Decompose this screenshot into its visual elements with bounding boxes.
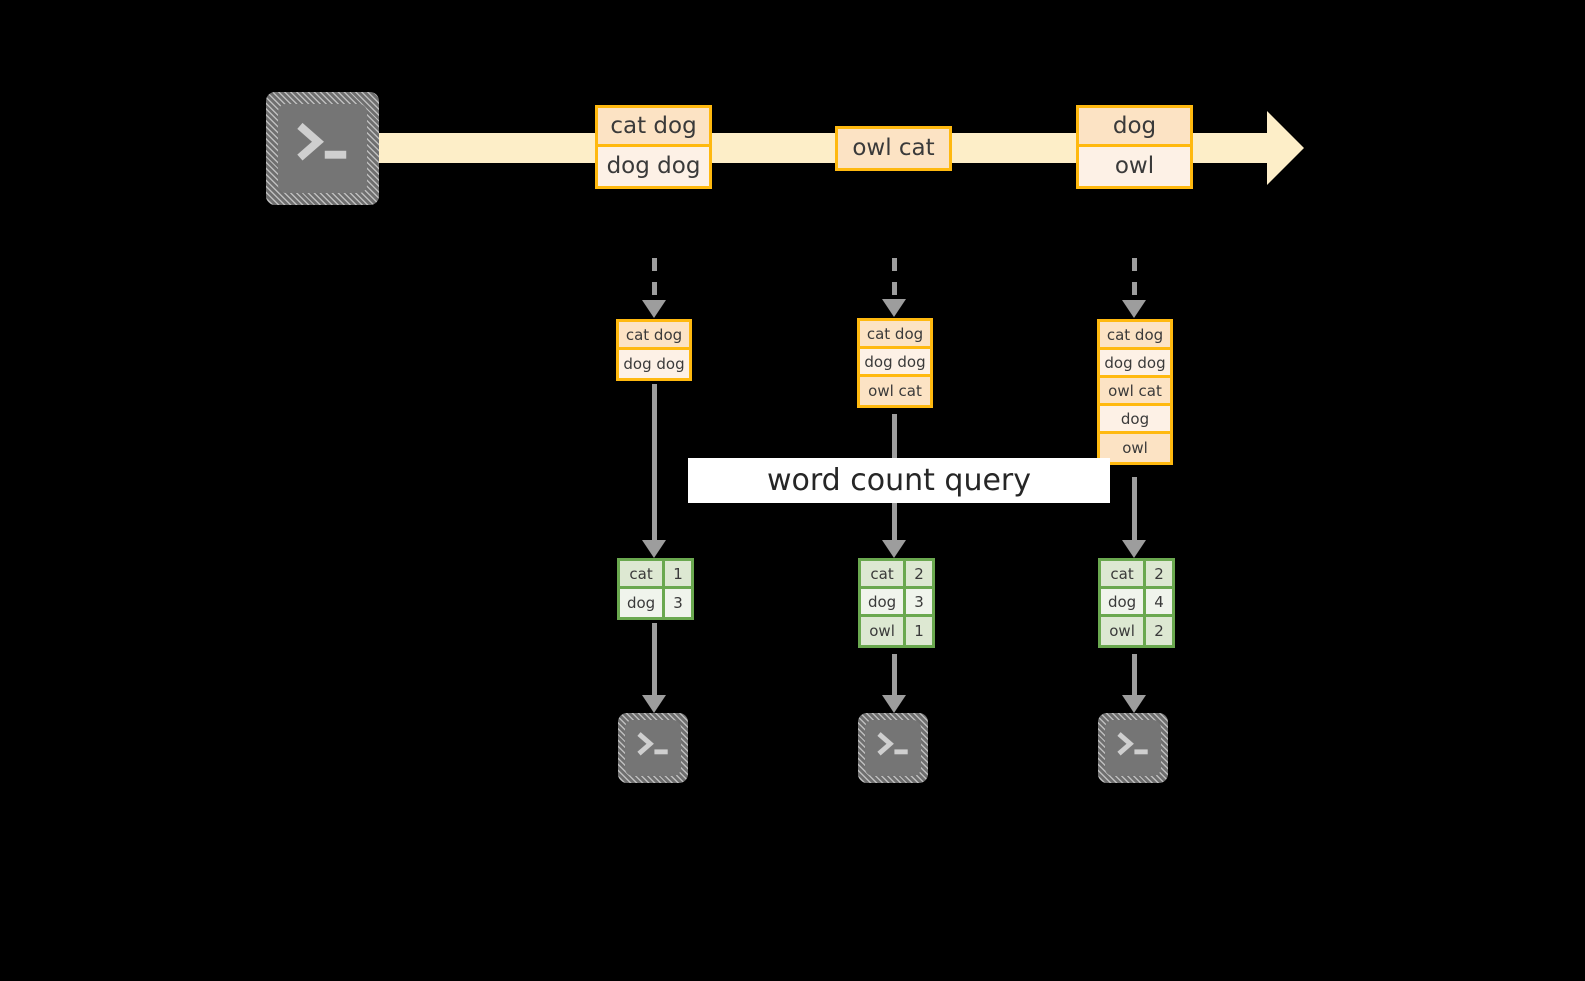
stream-tap-2-line xyxy=(891,258,897,299)
result-word: cat xyxy=(1101,561,1147,586)
result-count: 2 xyxy=(1146,561,1172,586)
query-arrow-2-head xyxy=(882,540,906,558)
result-word: dog xyxy=(1101,589,1147,614)
sink-arrow-1-head xyxy=(642,695,666,713)
result-count: 3 xyxy=(665,589,691,617)
query-arrow-1-line xyxy=(651,384,657,540)
event-line: dog dog xyxy=(860,349,930,377)
event-line: owl cat xyxy=(860,377,930,405)
result-count: 2 xyxy=(906,561,932,586)
query-arrow-3-line xyxy=(1131,477,1137,540)
event-line: owl cat xyxy=(838,128,949,168)
stream-tap-2-head xyxy=(882,299,906,317)
sink-arrow-2-line xyxy=(891,654,897,695)
event-line: cat dog xyxy=(619,322,689,350)
result-count: 1 xyxy=(906,617,932,645)
stream-arrow-icon xyxy=(1267,111,1304,185)
event-line: owl xyxy=(1079,146,1190,186)
result-word: cat xyxy=(861,561,907,586)
stream-tap-1-head xyxy=(642,300,666,318)
result-count: 2 xyxy=(1146,617,1172,645)
query-arrow-1-head xyxy=(642,540,666,558)
result-count: 3 xyxy=(906,589,932,614)
terminal-prompt-icon xyxy=(297,122,347,161)
sink-terminal-icon-1: >_ xyxy=(618,713,688,783)
sink-arrow-2-head xyxy=(882,695,906,713)
event-line: cat dog xyxy=(598,107,709,147)
event-line: dog xyxy=(1100,406,1170,434)
result-word: dog xyxy=(861,589,907,614)
event-line: cat dog xyxy=(860,321,930,349)
terminal-face xyxy=(1105,720,1161,776)
result-word: dog xyxy=(620,589,666,617)
result-word: owl xyxy=(1101,617,1147,645)
terminal-prompt-icon xyxy=(877,732,908,756)
event-line: dog xyxy=(1079,107,1190,147)
sink-arrow-3-head xyxy=(1122,695,1146,713)
terminal-prompt-icon xyxy=(637,732,668,756)
terminal-face xyxy=(625,720,681,776)
query-label: word count query xyxy=(688,458,1110,503)
query-arrow-3-head xyxy=(1122,540,1146,558)
sink-arrow-1-line xyxy=(651,623,657,695)
source-terminal-icon: >_ xyxy=(266,92,379,205)
event-line: owl cat xyxy=(1100,378,1170,406)
sink-terminal-icon-3: >_ xyxy=(1098,713,1168,783)
stream-event-2[interactable]: owl cat xyxy=(835,125,952,171)
event-line: cat dog xyxy=(1100,322,1170,350)
stream-tap-3-head xyxy=(1122,300,1146,318)
sink-arrow-3-line xyxy=(1131,654,1137,695)
result-count: 4 xyxy=(1146,589,1172,614)
terminal-face xyxy=(865,720,921,776)
result-word: cat xyxy=(620,561,666,586)
result-word: owl xyxy=(861,617,907,645)
terminal-prompt-icon xyxy=(1117,732,1148,756)
terminal-face xyxy=(278,104,367,193)
stream-tap-3-line xyxy=(1131,258,1137,300)
sink-terminal-icon-2: >_ xyxy=(858,713,928,783)
event-line: owl xyxy=(1100,434,1170,462)
event-line: dog dog xyxy=(598,146,709,186)
stream-tap-1-line xyxy=(651,258,657,300)
event-line: dog dog xyxy=(619,350,689,378)
event-line: dog dog xyxy=(1100,350,1170,378)
result-count: 1 xyxy=(665,561,691,586)
